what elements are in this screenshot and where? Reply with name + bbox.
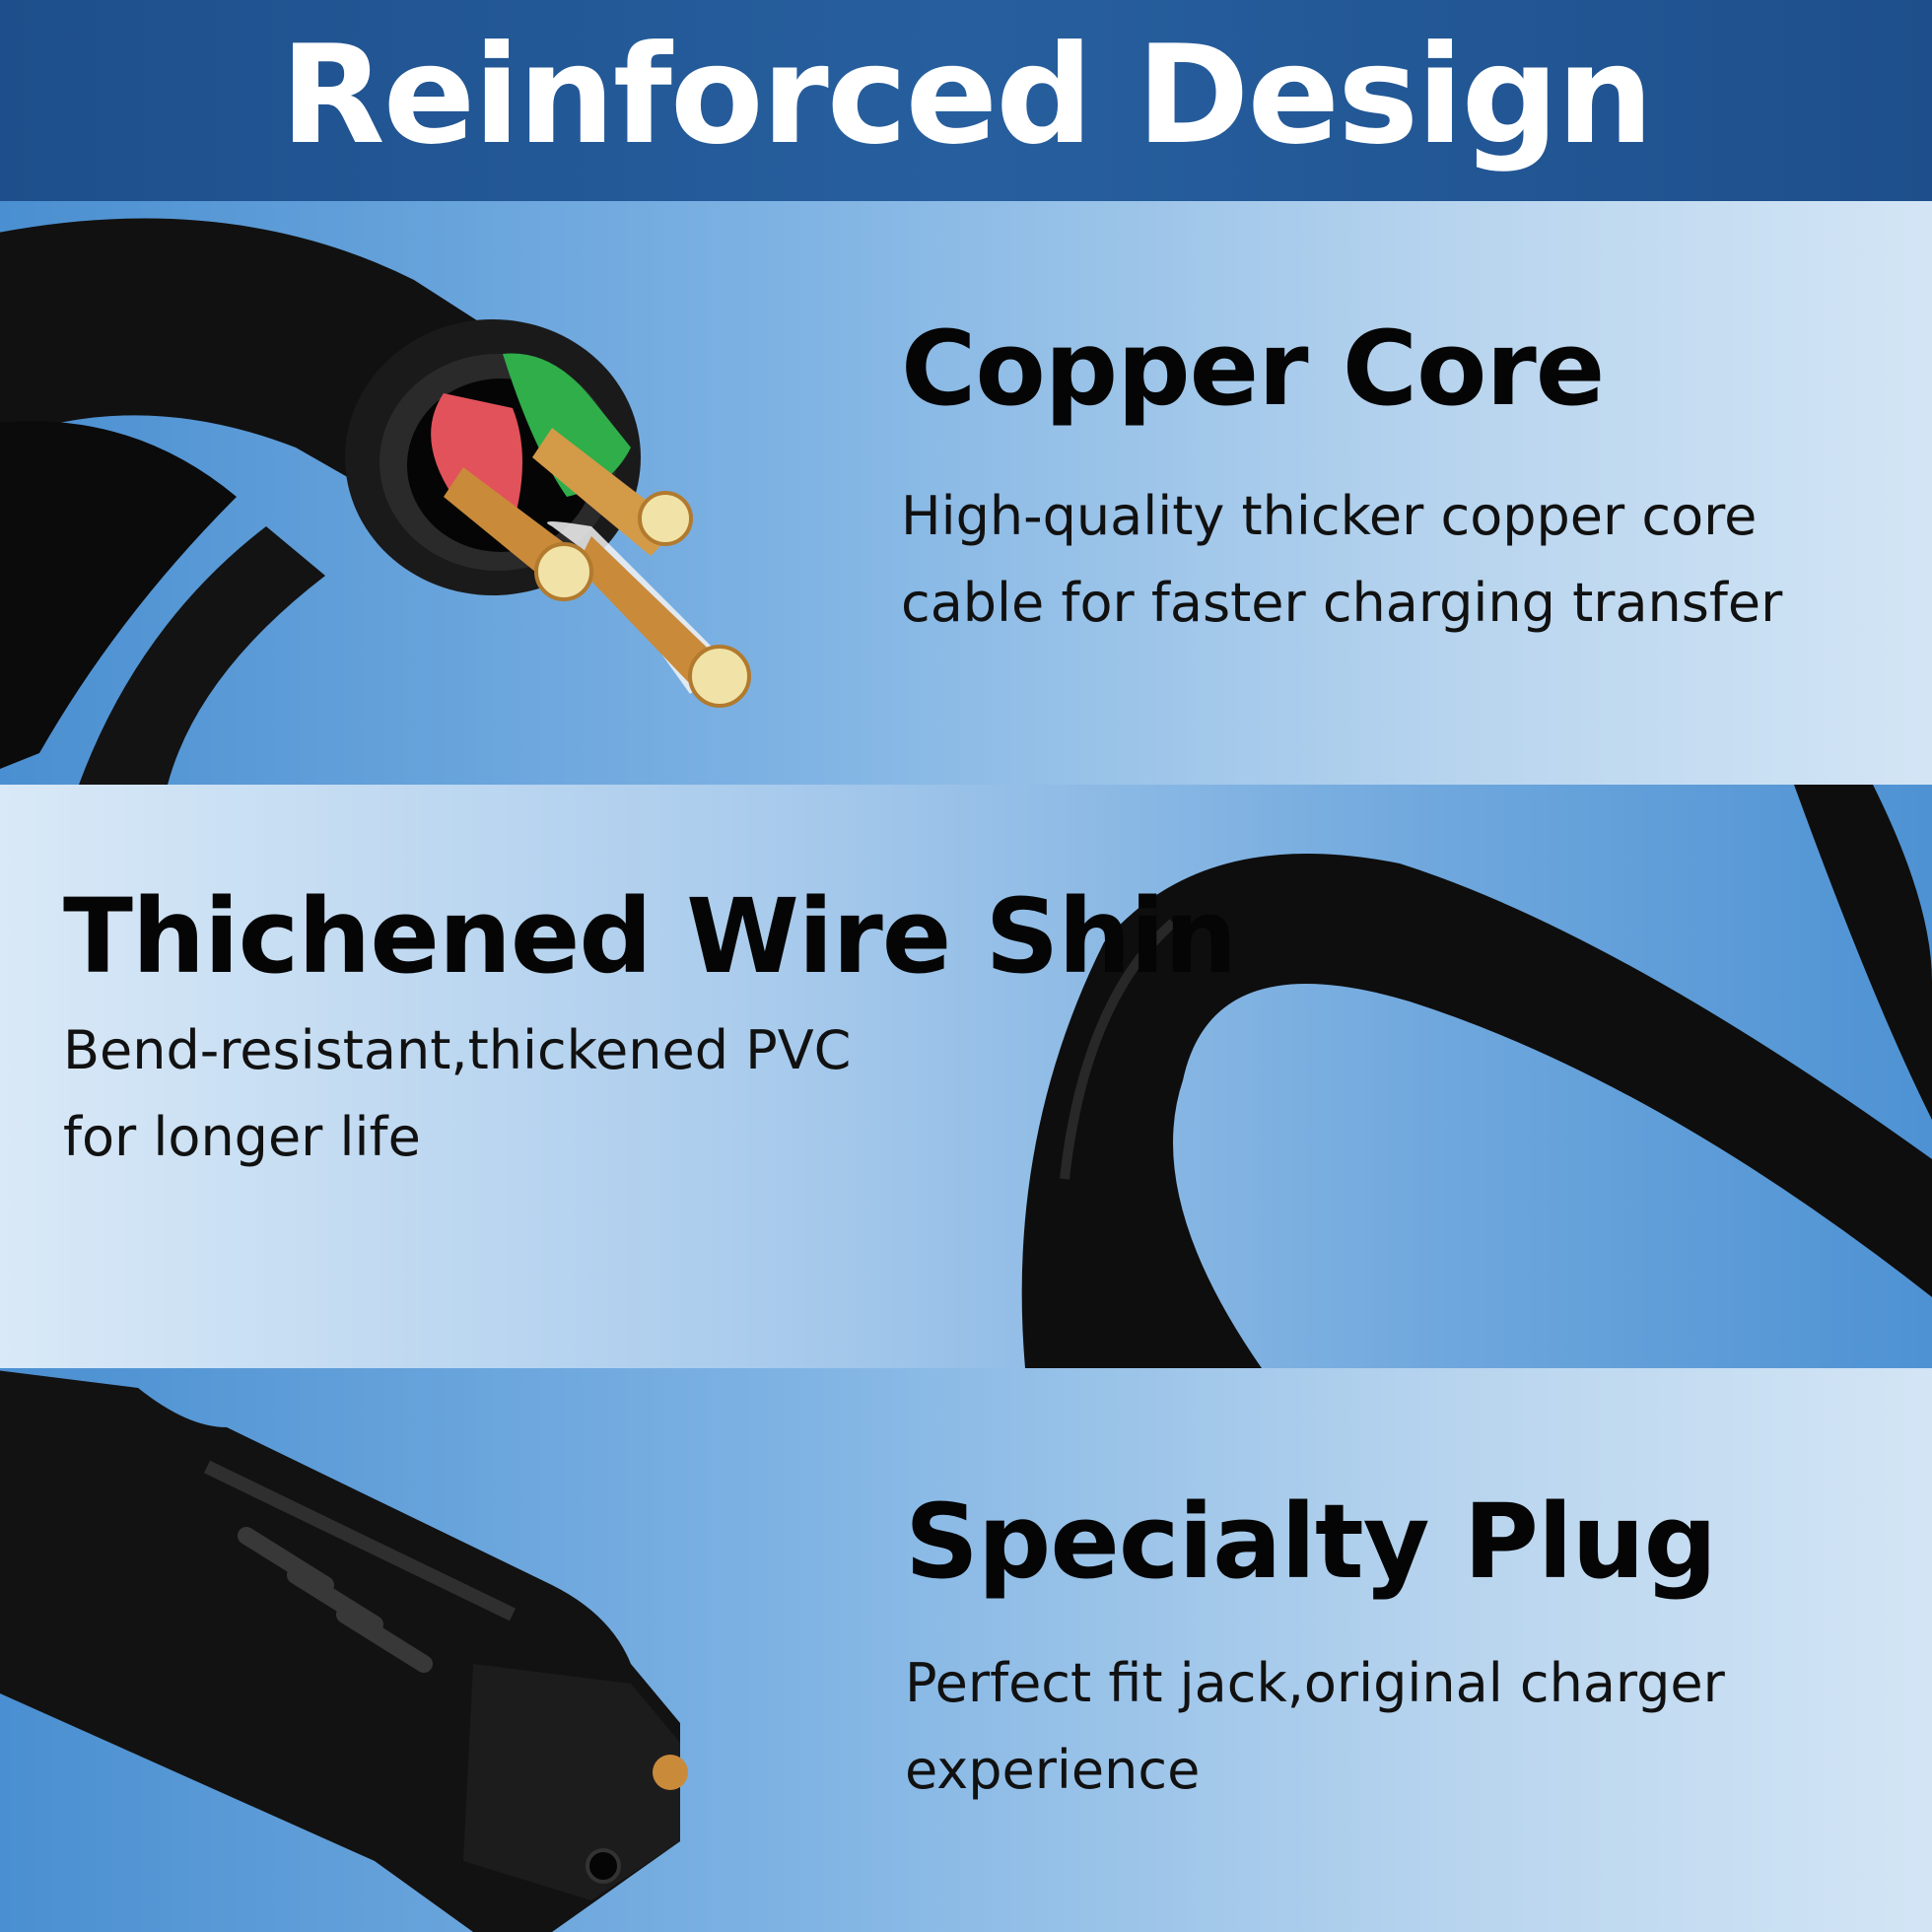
copper-core-cable-image: [0, 218, 751, 785]
feature-description-line: for longer life: [63, 1106, 421, 1168]
feature-description-line: experience: [905, 1739, 1201, 1801]
feature-description: Bend-resistant,thickened PVC for longer …: [63, 1007, 851, 1181]
feature-description: Perfect fit jack,original charger experi…: [905, 1640, 1725, 1814]
coiled-cable-image: [1021, 785, 1932, 1368]
header-banner: Reinforced Design: [0, 0, 1932, 201]
feature-description-line: Perfect fit jack,original charger: [905, 1652, 1725, 1714]
feature-panel-copper-core: Copper Core High-quality thicker copper …: [0, 201, 1932, 785]
feature-description-line: Bend-resistant,thickened PVC: [63, 1019, 852, 1081]
page-title: Reinforced Design: [280, 16, 1653, 174]
feature-panel-wire-shin: Thichened Wire Shin Bend-resistant,thick…: [0, 785, 1932, 1368]
specialty-plug-image: [0, 1370, 688, 1932]
feature-heading: Copper Core: [901, 309, 1605, 429]
feature-description: High-quality thicker copper core cable f…: [901, 473, 1782, 647]
feature-description-line: High-quality thicker copper core: [901, 485, 1758, 547]
feature-heading: Thichened Wire Shin: [63, 876, 1237, 997]
feature-description-line: cable for faster charging transfer: [901, 572, 1783, 634]
feature-heading: Specialty Plug: [905, 1482, 1717, 1602]
feature-panel-specialty-plug: Specialty Plug Perfect fit jack,original…: [0, 1368, 1932, 1932]
